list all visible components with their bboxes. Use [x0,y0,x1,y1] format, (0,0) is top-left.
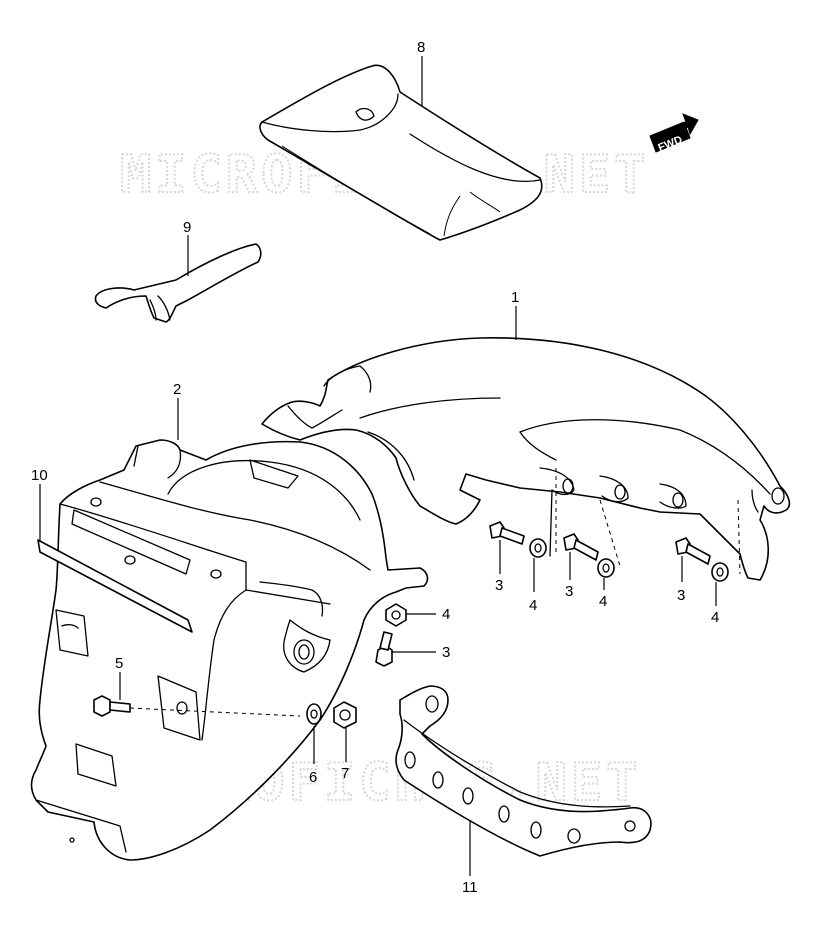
callout-3d: 3 [442,644,450,661]
washer-4a [529,538,547,558]
bolt-5 [93,695,131,717]
callout-6: 6 [309,769,317,786]
callout-8: 8 [417,39,425,56]
nut-4d [385,603,407,627]
callout-10: 10 [31,467,48,484]
fwd-arrow-icon: FWD [649,113,699,154]
callout-1: 1 [511,289,519,306]
callout-7: 7 [341,765,349,782]
callout-4b: 4 [599,593,607,610]
bolt-3d [375,631,393,667]
washer-4c [711,562,729,582]
part-10-strip [37,539,193,633]
leader-lines [39,56,717,876]
callout-4a: 4 [529,597,537,614]
callout-4c: 4 [711,609,719,626]
nut-7 [333,701,357,729]
part-8-tool-bag [259,64,543,241]
callout-3a: 3 [495,577,503,594]
part-11-bracket [395,685,652,857]
callout-3b: 3 [565,583,573,600]
washer-6 [306,703,322,725]
callout-3c: 3 [677,587,685,604]
bolt-3b [563,533,599,561]
callout-9: 9 [183,219,191,236]
washer-4b [597,558,615,578]
callout-11: 11 [462,879,478,896]
callout-2: 2 [173,381,181,398]
bolt-3c [675,537,711,565]
part-1-rear-fender [261,337,791,581]
callout-4d: 4 [442,606,450,623]
callout-5: 5 [115,655,123,672]
bolt-3a [489,521,525,545]
part-9-spanner [94,243,262,323]
